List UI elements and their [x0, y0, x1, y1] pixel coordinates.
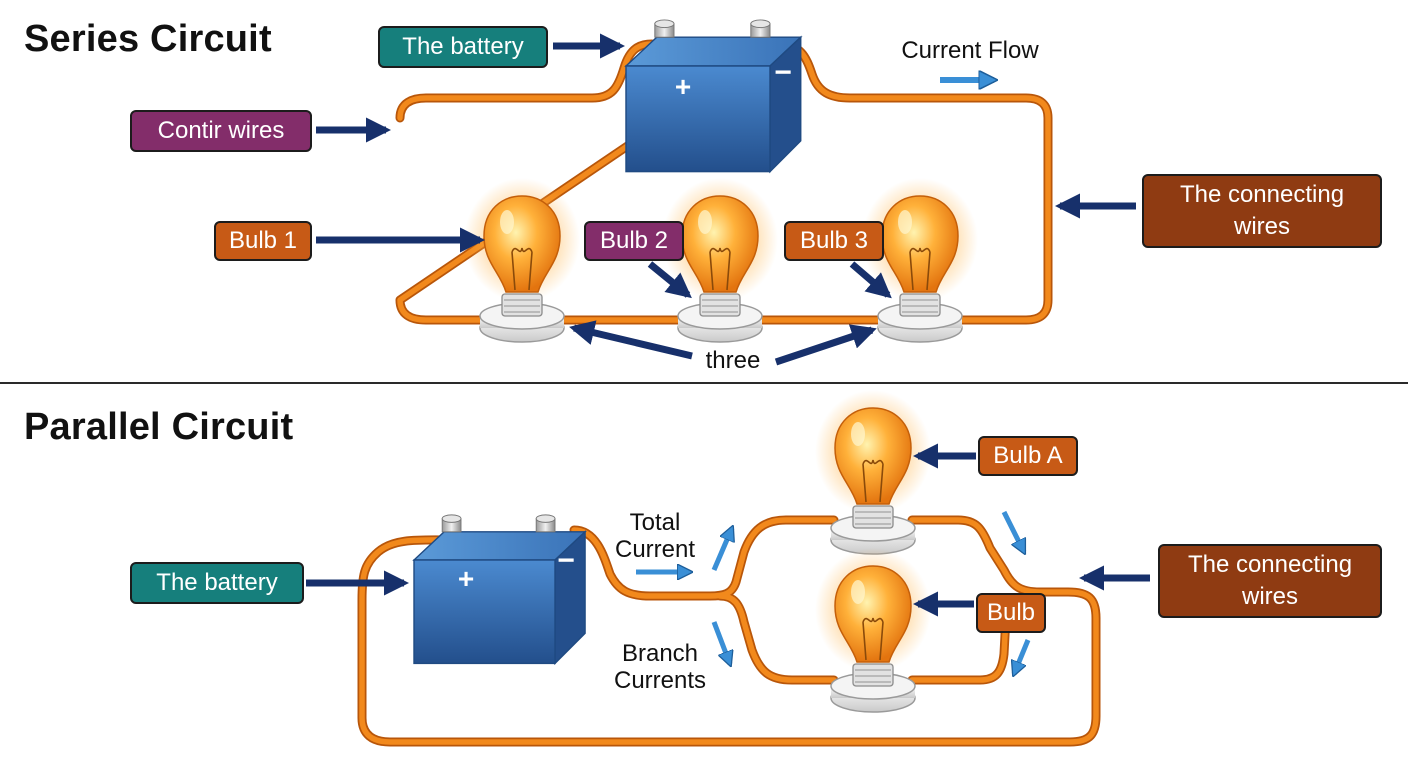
series-circuit-title: Series Circuit	[24, 18, 272, 60]
current-flow-arrow-icon	[1001, 510, 1027, 552]
arrow-icon	[849, 261, 892, 299]
bulb-3-label: Bulb 3	[784, 221, 884, 261]
current-flow-label: Current Flow	[901, 37, 1039, 64]
series-wires-label: Contir wires	[130, 110, 312, 152]
arrow-icon	[647, 261, 692, 299]
arrow-icon	[569, 320, 693, 360]
series-wire	[395, 39, 1053, 325]
parallel-battery-label: The battery	[130, 562, 304, 604]
total-current-label: Total Current	[614, 509, 696, 563]
parallel-battery-negative-icon: −	[557, 544, 575, 577]
series-battery-label: The battery	[378, 26, 548, 68]
series-battery-positive-icon: +	[675, 71, 691, 102]
parallel-circuit-title: Parallel Circuit	[24, 406, 294, 448]
current-flow-arrow-icon	[711, 621, 730, 664]
parallel-wire	[357, 515, 1101, 747]
bulb-a-label: Bulb A	[978, 436, 1078, 476]
series-battery-icon	[625, 19, 802, 173]
bulb-b-label: Bulb	[976, 593, 1046, 633]
bulb-1-label: Bulb 1	[214, 221, 312, 261]
parallel-connecting-wires-label: The connecting wires	[1158, 544, 1382, 618]
series-bulb-1-icon	[463, 177, 581, 343]
section-divider	[0, 382, 1408, 384]
current-flow-arrow-icon	[1014, 639, 1031, 674]
three-label: three	[705, 347, 761, 374]
series-connecting-wires-label: The connecting wires	[1142, 174, 1382, 248]
bulb-2-label: Bulb 2	[584, 221, 684, 261]
parallel-bulb-a-icon	[814, 389, 932, 555]
parallel-battery-icon	[413, 514, 586, 665]
parallel-bulb-b-icon	[814, 547, 932, 713]
current-flow-arrow-icon	[711, 528, 732, 571]
branch-currents-label: Branch Currents	[613, 640, 707, 694]
parallel-battery-positive-icon: +	[458, 563, 474, 594]
series-battery-negative-icon: −	[774, 56, 792, 89]
arrow-icon	[774, 324, 877, 366]
